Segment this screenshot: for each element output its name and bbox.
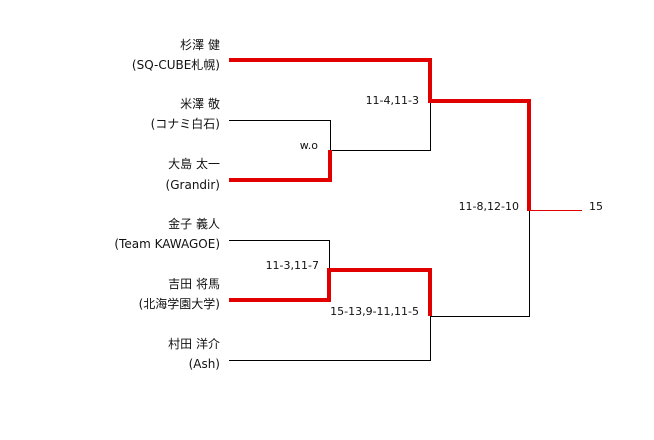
score-r1-bottom: 11-3,11-7 xyxy=(266,259,319,272)
player-1-name: 杉澤 健 xyxy=(180,38,220,52)
player-2-team: (コナミ白石) xyxy=(151,116,220,131)
score-sf-top: 11-4,11-3 xyxy=(366,94,419,107)
winner-path-player-1 xyxy=(229,58,531,211)
player-1-team: (SQ-CUBE札幌) xyxy=(132,57,220,72)
line-player-2 xyxy=(229,120,331,150)
score-r1-top: w.o xyxy=(300,139,318,152)
line-r1-top-winner xyxy=(330,100,431,151)
line-player-4 xyxy=(229,240,330,270)
player-4-name: 金子 義人 xyxy=(168,216,220,231)
winner-path-player-3 xyxy=(229,150,332,182)
score-final: 11-8,12-10 xyxy=(459,200,519,213)
winner-path-player-5 xyxy=(229,268,432,316)
score-sf-bottom: 15-13,9-11,11-5 xyxy=(330,305,419,318)
player-3-team: (Grandir) xyxy=(166,178,220,192)
player-5-name: 吉田 将馬 xyxy=(168,277,220,291)
player-6-name: 村田 洋介 xyxy=(168,336,220,351)
player-4-team: (Team KAWAGOE) xyxy=(114,237,220,251)
player-5-team: (北海学園大学) xyxy=(139,296,220,311)
player-6-team: (Ash) xyxy=(189,357,220,371)
champion-score: 15 xyxy=(589,200,603,213)
player-3-name: 大島 太一 xyxy=(168,156,220,171)
line-player-6 xyxy=(229,316,431,361)
line-sf-bottom xyxy=(430,210,530,317)
player-2-name: 米澤 敬 xyxy=(180,97,220,111)
